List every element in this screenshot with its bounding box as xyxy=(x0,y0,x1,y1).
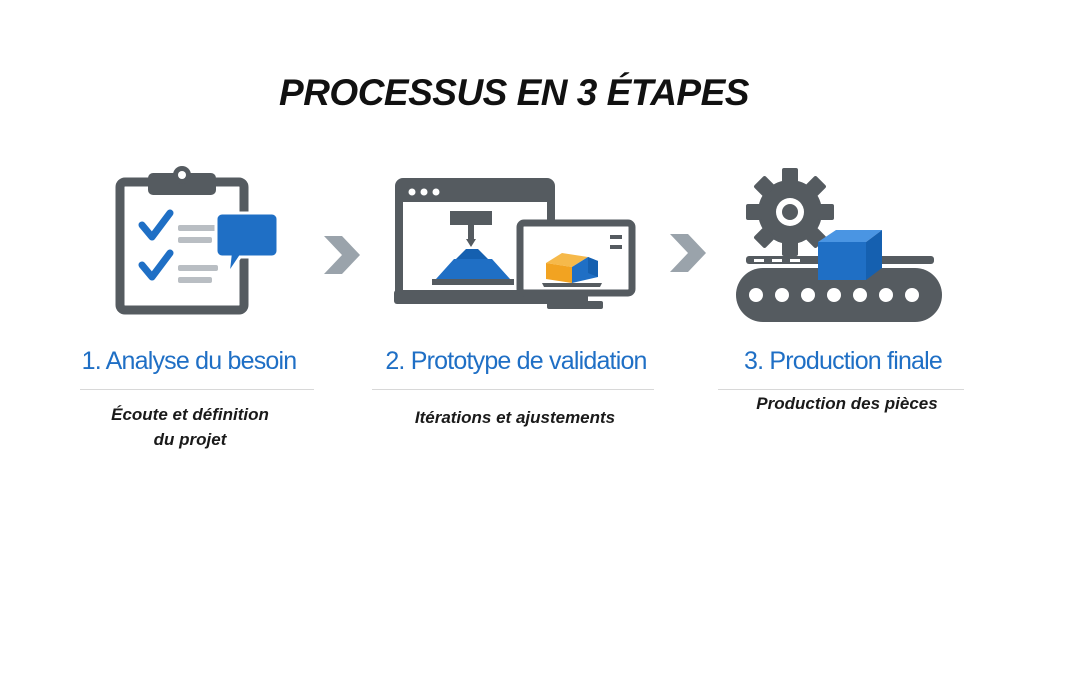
3d-printer-monitor-icon xyxy=(394,178,636,309)
step-1-description-line: du projet xyxy=(153,430,227,449)
step-2-description-line: Itérations et ajustements xyxy=(414,408,616,427)
step-1-title: 1. Analyse du besoin xyxy=(81,347,298,375)
clipboard-checklist-chat-icon xyxy=(115,166,280,315)
step-3-description: Production des pièces xyxy=(740,391,954,416)
chevron-right-icon xyxy=(670,234,706,272)
gear-conveyor-box-icon xyxy=(736,168,942,322)
step-3-description-line: Production des pièces xyxy=(756,394,938,413)
step-1-divider xyxy=(80,389,314,390)
step-3-title: 3. Production finale xyxy=(743,347,943,375)
step-1-description: Écoute et définition du projet xyxy=(90,402,290,452)
step-1-description-line: Écoute et définition xyxy=(111,405,269,424)
step-2-description: Itérations et ajustements xyxy=(390,405,640,430)
diagram-title: PROCESSUS EN 3 ÉTAPES xyxy=(279,72,749,113)
chevron-right-icon xyxy=(324,236,360,274)
step-2-title: 2. Prototype de validation xyxy=(385,347,647,375)
step-2-divider xyxy=(372,389,654,390)
step-3-divider xyxy=(718,389,964,390)
